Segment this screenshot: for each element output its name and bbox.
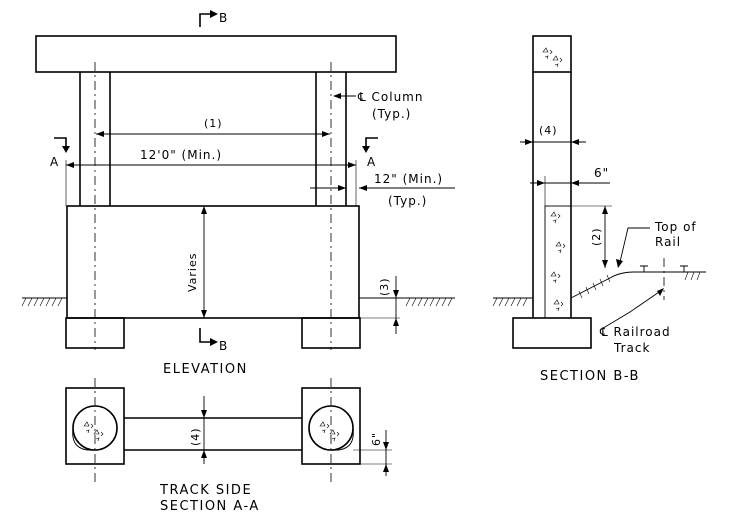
elevation-view: B B A A ℄ Column (Typ.) (1) 12'0" (Min.) bbox=[21, 10, 455, 377]
footing-left bbox=[65, 317, 125, 349]
dimension-12ft-label: 12'0" (Min.) bbox=[140, 148, 222, 162]
section-bb-dimension-2: (2) bbox=[590, 227, 603, 246]
section-aa-dimension-6in: 6" bbox=[370, 432, 383, 446]
section-bb-dimension-6in: 6" bbox=[594, 166, 609, 180]
section-bb-title: SECTION B-B bbox=[540, 369, 640, 384]
footing-right bbox=[301, 317, 361, 349]
top-of-rail-label-2: Rail bbox=[655, 235, 681, 249]
cut-letter-b-bottom: B bbox=[219, 339, 228, 353]
dimension-12in-label: 12" (Min.) bbox=[374, 172, 443, 186]
elevation-title: ELEVATION bbox=[163, 362, 248, 377]
cut-letter-b-top: B bbox=[219, 11, 228, 25]
cut-letter-a-right: A bbox=[367, 155, 376, 169]
crash-wall bbox=[66, 205, 360, 319]
column-centerline-note-typ: (Typ.) bbox=[372, 107, 411, 121]
cut-letter-a-left: A bbox=[50, 155, 59, 169]
column-centerline-note: ℄ Column bbox=[357, 90, 423, 104]
railroad-centerline-label-1: ℄ Railroad bbox=[599, 325, 671, 339]
section-bb-view: (4) 6" (2) Top of Rail ℄ Railroad Track … bbox=[492, 35, 706, 384]
dimension-1-label: (1) bbox=[204, 117, 223, 130]
dimension-3-label: (3) bbox=[378, 277, 391, 296]
section-aa-title-1: TRACK SIDE bbox=[159, 483, 252, 498]
dimension-12in-typ: (Typ.) bbox=[388, 194, 427, 208]
railroad-centerline-label-2: Track bbox=[613, 341, 650, 355]
varies-label: Varies bbox=[186, 253, 199, 293]
cap-beam bbox=[35, 35, 397, 73]
section-bb-dimension-4: (4) bbox=[539, 124, 558, 137]
section-aa-title-2: SECTION A-A bbox=[160, 499, 260, 514]
section-aa-dimension-4: (4) bbox=[189, 427, 202, 446]
section-aa-view: (4) 6" TRACK SIDE SECTION A-A bbox=[65, 378, 392, 514]
top-of-rail-label-1: Top of bbox=[654, 220, 697, 234]
